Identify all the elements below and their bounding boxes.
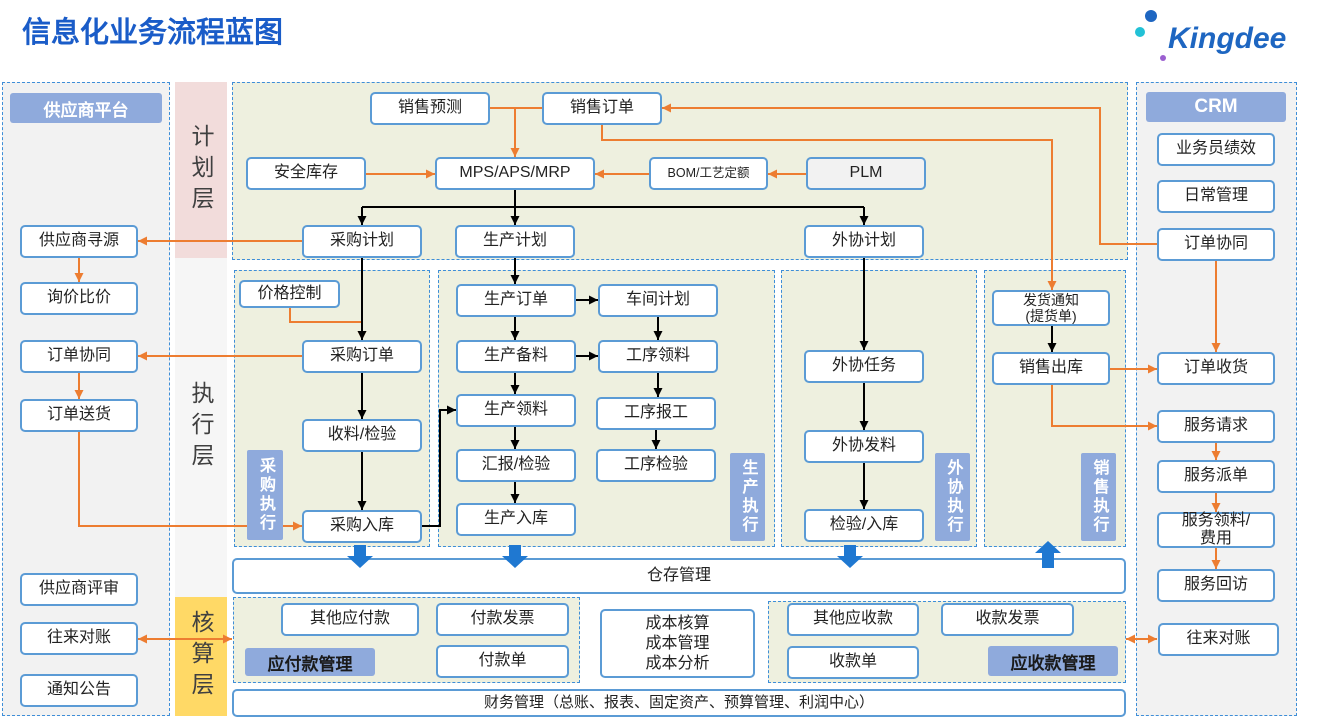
inquiry-comparison-box: 询价比价: [20, 282, 138, 315]
crm-order-collab-box: 订单协同: [1157, 228, 1275, 261]
sales-performance-box: 业务员绩效: [1157, 133, 1275, 166]
finance-management-bar: 财务管理（总账、报表、固定资产、预算管理、利润中心）: [232, 689, 1126, 717]
cost-management-text: 成本管理: [645, 634, 710, 652]
purchase-inbound-box: 采购入库: [302, 510, 422, 543]
supplier-reconciliation-box: 往来对账: [20, 622, 138, 655]
execution-layer-label: 执行层: [175, 258, 227, 597]
logo-wordmark: Kingdee: [1168, 22, 1286, 55]
workshop-plan-box: 车间计划: [598, 284, 718, 317]
safety-stock-box: 安全库存: [246, 157, 366, 190]
kingdee-logo: Kingdee: [1135, 10, 1286, 61]
production-order-box: 生产订单: [456, 284, 576, 317]
cost-accounting-text: 成本核算: [645, 614, 710, 632]
order-delivery-box: 订单送货: [20, 399, 138, 432]
supplier-review-box: 供应商评审: [20, 573, 138, 606]
warehouse-management-bar: 仓存管理: [232, 558, 1126, 594]
production-picking-box: 生产领料: [456, 394, 576, 427]
receipt-bill-box: 收款单: [787, 646, 919, 679]
other-receivable-box: 其他应收款: [787, 603, 919, 636]
purchase-plan-box: 采购计划: [302, 225, 422, 258]
outsourcing-inspection-inbound-box: 检验/入库: [804, 509, 924, 542]
logo-dot-purple: [1160, 55, 1166, 61]
crm-panel: [1136, 82, 1297, 716]
crm-reconciliation-box: 往来对账: [1158, 623, 1279, 656]
purchase-execution-label: 采购执行: [247, 450, 283, 540]
payment-bill-box: 付款单: [436, 645, 569, 678]
bom-routing-label: BOM/工艺定额: [667, 166, 750, 180]
purchase-order-box: 采购订单: [302, 340, 422, 373]
report-inspection-box: 汇报/检验: [456, 449, 576, 482]
crm-header: CRM: [1146, 92, 1286, 122]
mps-aps-mrp-box: MPS/APS/MRP: [435, 157, 595, 190]
daily-management-box: 日常管理: [1157, 180, 1275, 213]
page-title: 信息化业务流程蓝图: [22, 17, 284, 49]
logo-dot-blue: [1145, 10, 1157, 22]
outsourcing-plan-box: 外协计划: [804, 225, 924, 258]
service-follow-up-box: 服务回访: [1157, 569, 1275, 602]
supplier-platform-header: 供应商平台: [10, 93, 162, 123]
accounting-layer-label: 核算层: [175, 597, 227, 716]
service-request-box: 服务请求: [1157, 410, 1275, 443]
bom-routing-box: BOM/工艺定额: [649, 157, 768, 190]
sales-execution-label: 销售执行: [1081, 453, 1116, 541]
process-picking-box: 工序领料: [598, 340, 718, 373]
plan-layer-label: 计划层: [175, 82, 227, 258]
process-report-box: 工序报工: [596, 397, 716, 430]
process-inspection-box: 工序检验: [596, 449, 716, 482]
cost-analysis-text: 成本分析: [645, 654, 710, 672]
service-dispatch-box: 服务派单: [1157, 460, 1275, 493]
material-prep-box: 生产备料: [456, 340, 576, 373]
production-execution-label: 生产执行: [730, 453, 765, 541]
order-receipt-box: 订单收货: [1157, 352, 1275, 385]
sales-forecast-box: 销售预测: [370, 92, 490, 125]
supplier-order-collab-box: 订单协同: [20, 340, 138, 373]
payable-management-label: 应付款管理: [245, 648, 375, 676]
logo-dot-cyan: [1135, 27, 1145, 37]
outsourcing-execution-label: 外协执行: [935, 453, 970, 541]
outsourcing-material-issue-box: 外协发料: [804, 430, 924, 463]
sales-outbound-box: 销售出库: [992, 352, 1110, 385]
outsourcing-task-box: 外协任务: [804, 350, 924, 383]
production-plan-box: 生产计划: [455, 225, 575, 258]
receipt-invoice-box: 收款发票: [941, 603, 1074, 636]
receiving-inspection-box: 收料/检验: [302, 419, 422, 452]
delivery-notice-box: 发货通知 (提货单): [992, 290, 1110, 326]
service-material-cost-box: 服务领料/ 费用: [1157, 512, 1275, 548]
supplier-sourcing-box: 供应商寻源: [20, 225, 138, 258]
receivable-management-label: 应收款管理: [988, 646, 1118, 676]
production-inbound-box: 生产入库: [456, 503, 576, 536]
notice-box: 通知公告: [20, 674, 138, 707]
sales-order-box: 销售订单: [542, 92, 662, 125]
price-control-box: 价格控制: [239, 280, 340, 308]
plm-box: PLM: [806, 157, 926, 190]
payment-invoice-box: 付款发票: [436, 603, 569, 636]
other-payable-box: 其他应付款: [281, 603, 419, 636]
cost-box: 成本核算 成本管理 成本分析: [600, 609, 755, 678]
